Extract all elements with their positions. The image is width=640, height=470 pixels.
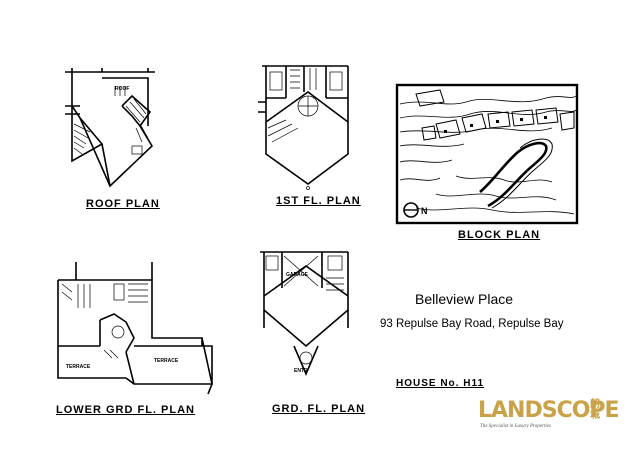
property-name: Belleview Place bbox=[415, 291, 514, 307]
lower-ground-floor-plan-drawing: TERRACE TERRACE bbox=[52, 258, 222, 398]
lower-ground-floor-plan-title: LOWER GRD FL. PLAN bbox=[56, 404, 195, 416]
ground-floor-plan-title: GRD. FL. PLAN bbox=[272, 403, 366, 415]
landscope-wordmark: LANDSCOPE bbox=[478, 398, 620, 423]
first-floor-plan-title: 1ST FL. PLAN bbox=[276, 195, 361, 207]
block-plan-title: BLOCK PLAN bbox=[458, 229, 541, 241]
logo-chinese-characters: 朗 城 bbox=[590, 399, 600, 421]
north-arrow-label: N bbox=[421, 206, 428, 216]
roof-room-label: ROOF bbox=[115, 86, 129, 92]
first-floor-plan-drawing bbox=[256, 62, 356, 190]
house-number-label: HOUSE No. H11 bbox=[396, 378, 485, 389]
terrace-left-label: TERRACE bbox=[66, 364, 91, 370]
roof-plan-drawing: ROOF bbox=[60, 66, 160, 198]
block-plan-drawing: N bbox=[395, 83, 579, 225]
ground-floor-plan-drawing: GARAGE ENTR bbox=[252, 248, 362, 384]
logo-tagline: The Specialist in Luxury Properties bbox=[480, 424, 551, 429]
garage-label: GARAGE bbox=[286, 272, 309, 278]
roof-plan-title: ROOF PLAN bbox=[86, 198, 160, 210]
entry-label: ENTR bbox=[294, 368, 308, 374]
terrace-right-label: TERRACE bbox=[154, 358, 179, 364]
landscope-logo: LANDSCOPE The Specialist in Luxury Prope… bbox=[478, 398, 620, 434]
property-address: 93 Repulse Bay Road, Repulse Bay bbox=[380, 318, 564, 330]
